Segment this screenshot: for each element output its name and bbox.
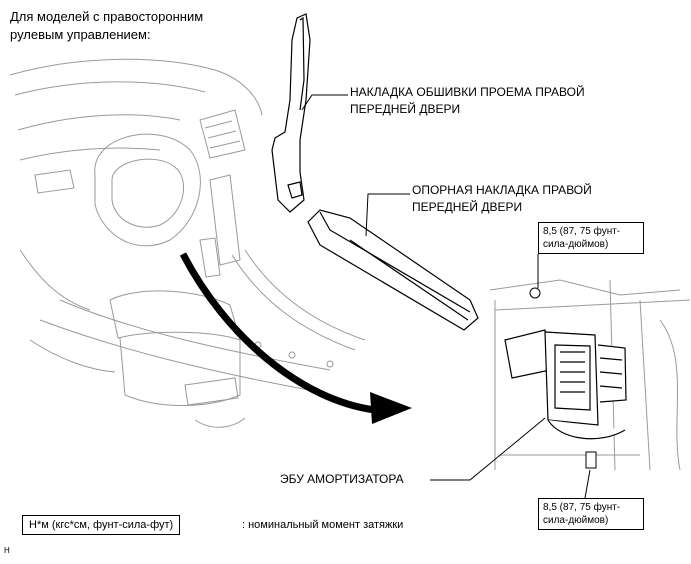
ecu-label: ЭБУ АМОРТИЗАТОРА (280, 472, 404, 486)
shock-absorber-ecu (504, 329, 627, 440)
direction-arrow (179, 252, 412, 424)
torque-legend-meaning: : номинальный момент затяжки (242, 519, 404, 531)
top-bolt-icon (529, 287, 541, 299)
pillar-garnish-label: НАКЛАДКА ОБШИВКИ ПРОЕМА ПРАВОЙ ПЕРЕДНЕЙ … (350, 85, 585, 116)
leader-lines (301, 94, 591, 499)
scuff-plate-label: ОПОРНАЯ НАКЛАДКА ПРАВОЙ ПЕРЕДНЕЙ ДВЕРИ (412, 183, 592, 214)
ecu-bolts (529, 287, 597, 469)
bottom-bolt-icon (585, 451, 597, 469)
footer-code: H (4, 546, 10, 555)
pillar-garnish-part (271, 13, 311, 213)
torque-top-box: 8,5 (87, 75 фунт- сила-дюймов) (538, 222, 644, 254)
scuff-plate-part (307, 209, 479, 331)
header-note: Для моделей с правосторонним рулевым упр… (10, 9, 204, 42)
vehicle-interior-outline (9, 58, 366, 428)
torque-bottom-box: 8,5 (87, 75 фунт- сила-дюймов) (538, 498, 644, 530)
torque-unit-legend-box: Н*м (кгс*см, фунт-сила-фут) (22, 515, 181, 535)
